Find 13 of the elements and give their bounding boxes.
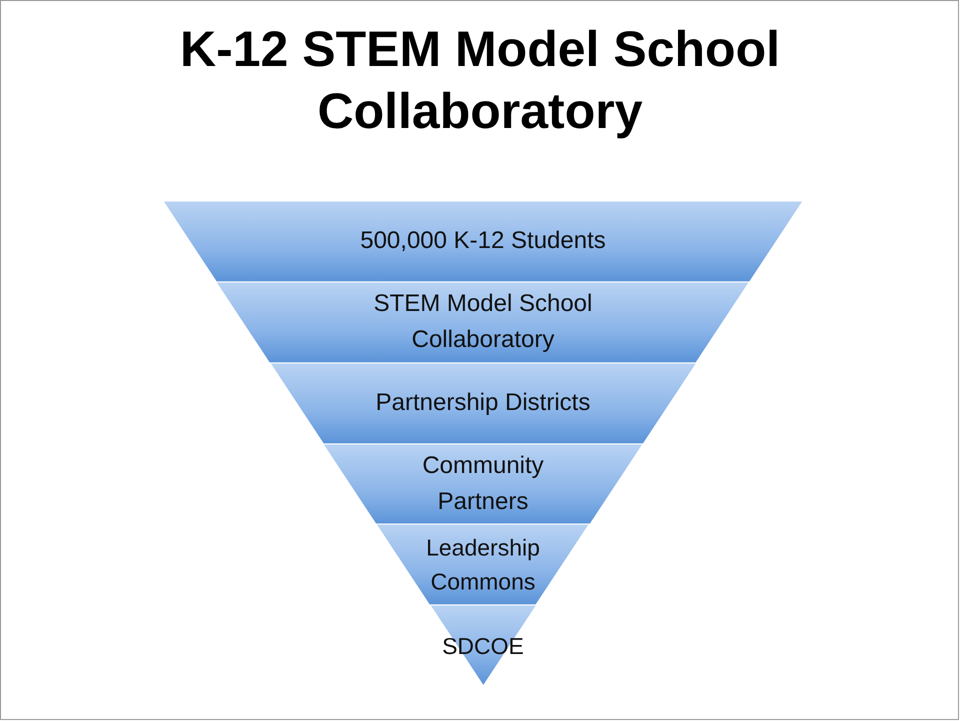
tier-label: STEM Model School Collaboratory	[372, 289, 594, 356]
pyramid-tier	[163, 201, 803, 282]
tier-label: SDCOE	[442, 631, 524, 660]
tier-label: Leadership Commons	[425, 533, 541, 597]
pyramid-tier	[323, 444, 643, 524]
pyramid-tier	[270, 362, 696, 444]
pyramid-tier	[216, 282, 750, 363]
title: K-12 STEM Model School Collaboratory	[178, 20, 782, 141]
tier-label: Community Partners	[421, 450, 545, 517]
pyramid-tier	[376, 524, 590, 606]
tier-label: Partnership Districts	[376, 388, 590, 418]
tier-label: 500,000 K-12 Students	[360, 226, 606, 256]
pyramid-tip	[430, 605, 536, 686]
